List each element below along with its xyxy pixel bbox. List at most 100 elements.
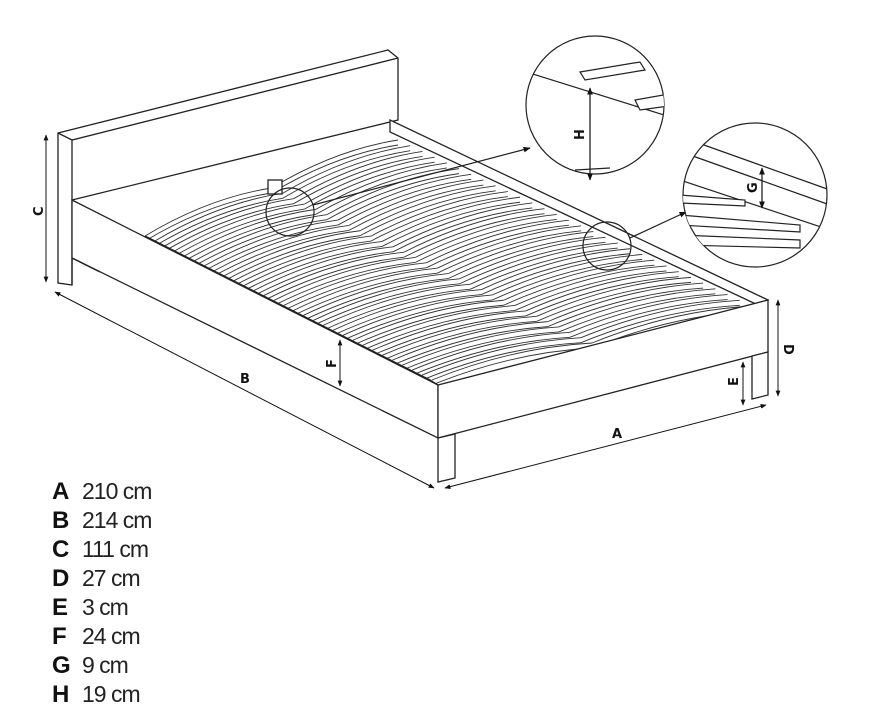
slat — [414, 213, 557, 258]
slat — [337, 173, 472, 221]
slat — [421, 337, 581, 376]
legend-letter: C — [52, 536, 70, 563]
slat — [459, 236, 606, 280]
slat — [348, 184, 484, 231]
slat — [558, 293, 716, 333]
legend-value: 210 cm — [82, 478, 152, 504]
legend-letter: G — [52, 652, 71, 679]
leg — [437, 433, 456, 483]
legend-letter: H — [52, 681, 70, 708]
slat — [381, 201, 521, 247]
slat — [243, 246, 383, 292]
slat — [437, 230, 582, 274]
slat — [164, 203, 294, 252]
legend-row-d: D 27 cm — [52, 565, 151, 594]
legend-letter: E — [52, 594, 69, 621]
slat — [271, 144, 399, 194]
slat — [214, 229, 349, 277]
legend-row-f: F 24 cm — [52, 623, 151, 652]
slat — [223, 230, 360, 277]
legend-value: 214 cm — [82, 507, 152, 533]
slat — [569, 294, 728, 333]
slat — [243, 241, 383, 287]
dimension-label-d: D — [780, 344, 795, 355]
slat — [370, 191, 508, 237]
dimension-label-c: C — [32, 206, 47, 216]
slat — [214, 224, 349, 272]
slat — [426, 219, 569, 264]
slat — [547, 282, 704, 323]
dimension-label-b: B — [240, 372, 250, 387]
legend-value: 24 cm — [82, 623, 141, 649]
slat — [359, 185, 496, 232]
slat — [253, 251, 394, 297]
slat — [370, 196, 508, 242]
slat — [381, 196, 521, 242]
headboard — [57, 49, 399, 286]
slat — [184, 213, 316, 262]
slat — [414, 218, 557, 263]
dimension-label-g: G — [746, 182, 761, 193]
slat — [431, 342, 593, 381]
dimension-label-a: A — [612, 427, 622, 442]
legend-row-e: E 3 cm — [52, 594, 151, 623]
legend-value: 27 cm — [82, 565, 141, 591]
slat — [233, 240, 372, 287]
slat — [144, 187, 272, 237]
slat — [558, 288, 716, 328]
slat — [403, 213, 545, 258]
legend-letter: D — [52, 565, 70, 592]
legend-letter: A — [52, 478, 70, 505]
slat — [525, 271, 679, 312]
dimension-b-line — [54, 291, 435, 489]
slat — [470, 242, 618, 285]
detail-marker-h — [265, 187, 315, 237]
slat — [315, 167, 447, 215]
slat — [204, 219, 338, 267]
legend-row-a: A 210 cm — [52, 478, 152, 507]
slat — [547, 287, 704, 328]
slat — [223, 235, 360, 282]
slat — [580, 299, 740, 339]
slat — [282, 150, 411, 199]
slat — [154, 192, 283, 242]
slat — [315, 162, 447, 210]
slat — [448, 231, 594, 274]
slat — [525, 276, 679, 317]
slat — [392, 202, 533, 248]
detail-marker-g — [582, 221, 632, 271]
slat — [448, 236, 594, 279]
slat — [421, 342, 581, 381]
slat — [174, 208, 305, 257]
legend-value: 3 cm — [82, 594, 129, 620]
slat — [514, 270, 667, 311]
slat — [263, 251, 405, 296]
slat — [503, 264, 655, 306]
dimension-a-line — [444, 404, 767, 489]
slat — [569, 299, 728, 338]
leg — [751, 351, 769, 400]
slat — [459, 241, 606, 285]
slat — [253, 246, 394, 292]
slat — [164, 198, 294, 247]
slat — [348, 179, 484, 226]
slat — [184, 208, 316, 257]
legend-letter: F — [52, 623, 67, 650]
slat — [470, 247, 618, 290]
slat — [194, 214, 327, 262]
slat — [293, 151, 423, 200]
slat — [304, 156, 435, 205]
slat — [392, 207, 533, 253]
slat — [174, 203, 305, 252]
slat — [359, 190, 496, 237]
slat — [144, 192, 272, 242]
slat — [271, 139, 399, 189]
slat — [326, 173, 460, 221]
slat — [426, 224, 569, 269]
slat — [514, 265, 667, 306]
